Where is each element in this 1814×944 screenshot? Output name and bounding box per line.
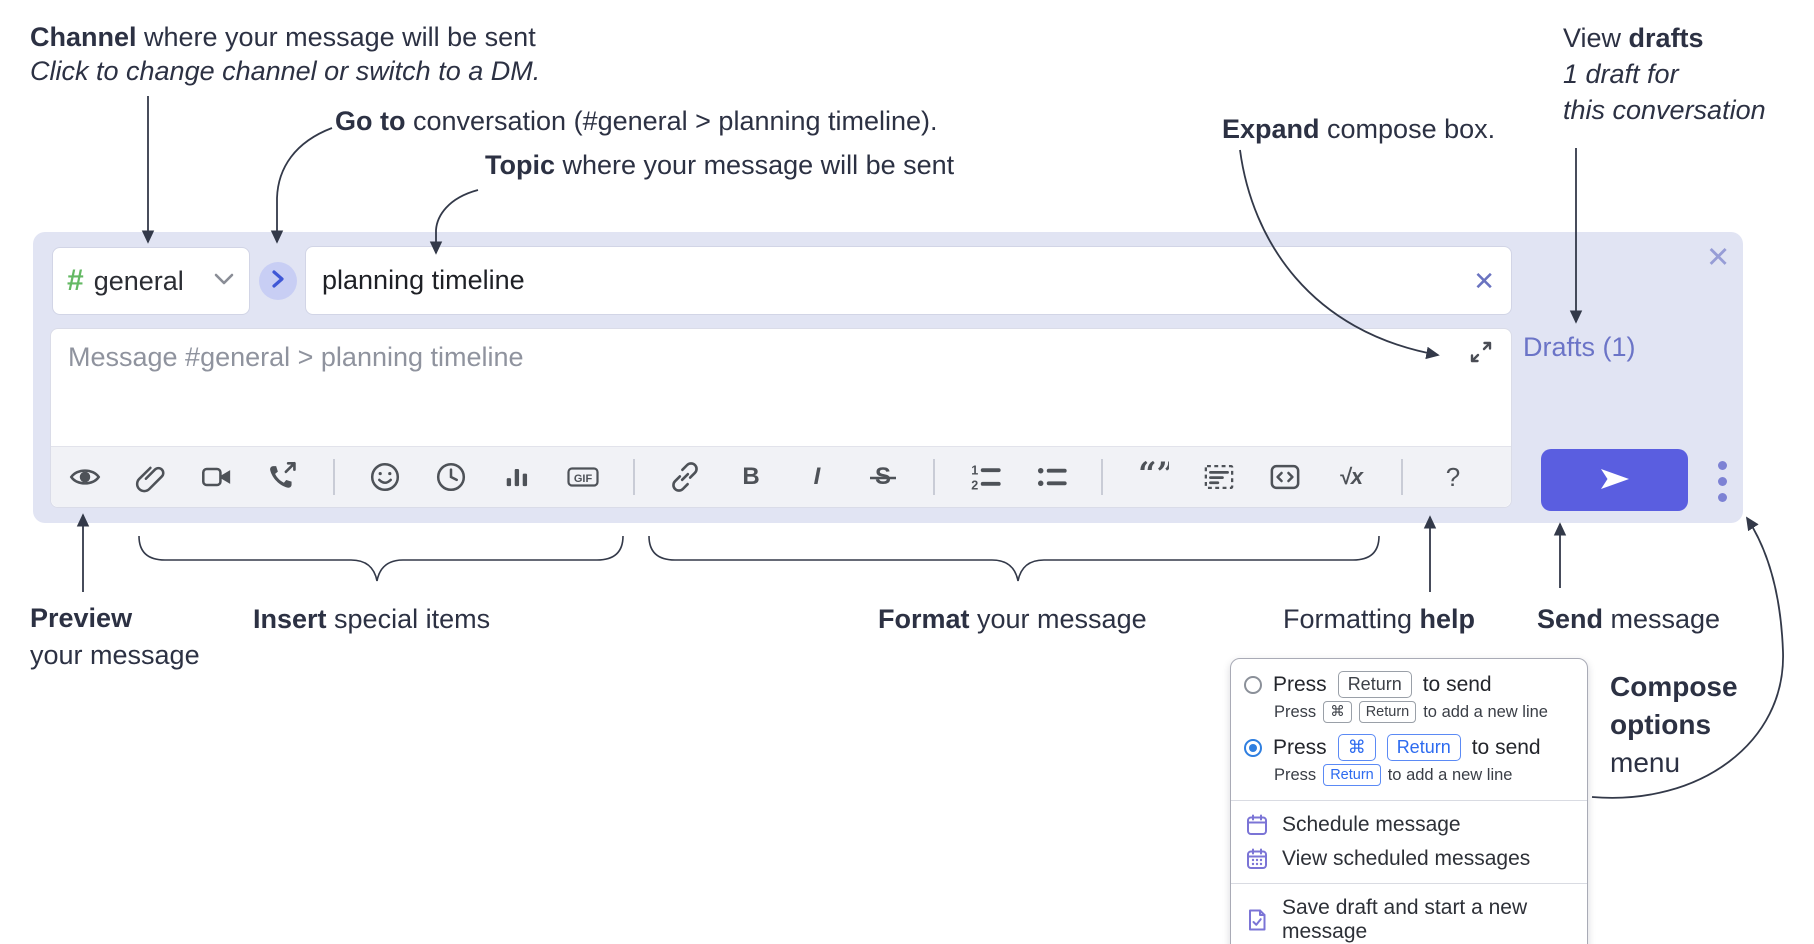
go-to-conversation-button[interactable] [259,262,297,300]
close-compose-icon[interactable]: ✕ [1706,242,1731,274]
radio-selected-icon[interactable] [1244,738,1262,757]
radio-unselected-icon[interactable] [1244,675,1262,694]
drafts-link[interactable]: Drafts (1) [1523,332,1636,362]
voice-call-icon[interactable] [267,461,299,493]
line-goto [270,127,333,244]
emoji-smiley-icon[interactable] [369,461,401,493]
annotation-goto: Go to conversation (#general > planning … [335,106,938,136]
menu-item-save-draft[interactable]: Save draft and start a new message [1231,891,1587,944]
option-enter-to-send[interactable]: Press Return to send [1231,667,1587,698]
italic-icon[interactable]: I [813,463,821,490]
topic-value: planning timeline [322,265,525,295]
annotation-insert: Insert special items [253,604,491,634]
send-button[interactable] [1541,449,1688,511]
svg-text:1: 1 [971,464,978,478]
toolbar-separator [333,459,335,495]
kbd-cmd: ⌘ [1323,701,1352,723]
video-call-icon[interactable] [201,461,233,493]
formatting-help-icon[interactable]: ? [1445,461,1461,492]
quote-icon[interactable]: “” [1137,461,1169,493]
compose-options-menu-icon[interactable] [1707,456,1737,506]
poll-bar-chart-icon[interactable] [501,461,533,493]
compose-toolbar: GIF B I S 12 “” [51,446,1511,507]
svg-text:GIF: GIF [574,473,593,485]
svg-text:2: 2 [971,479,978,493]
save-draft-icon [1245,908,1269,932]
send-arrow-icon [1598,464,1632,497]
annotation-send: Send message [1537,604,1721,634]
spoiler-icon[interactable] [1203,461,1235,493]
chevron-down-icon [213,272,235,291]
toolbar-separator [1401,459,1403,495]
annotation-channel-line2: Click to change channel or switch to a D… [30,56,541,86]
global-time-clock-icon[interactable] [435,461,467,493]
code-icon[interactable] [1269,461,1301,493]
attach-paperclip-icon[interactable] [135,461,167,493]
expand-compose-icon[interactable] [1467,338,1495,366]
kbd-cmd: ⌘ [1337,734,1376,761]
message-box[interactable]: Message #general > planning timeline [50,328,1512,508]
link-icon[interactable] [669,461,701,493]
toolbar-separator [633,459,635,495]
brace-insert [138,535,624,582]
toolbar-separator [1101,459,1103,495]
kbd-return: Return [1358,701,1417,723]
compose-options-menu: Press Return to send Press ⌘ Return to a… [1230,658,1588,944]
annotation-channel: Channel where your message will be sent … [30,20,540,88]
preview-eye-icon[interactable] [69,461,101,493]
chevron-right-icon [270,269,286,294]
bold-icon[interactable]: B [742,463,760,490]
option-cmd-enter-to-send-sub: Press Return to add a new line [1231,761,1587,793]
menu-item-schedule-message[interactable]: Schedule message [1231,808,1587,842]
gif-icon[interactable]: GIF [567,461,599,493]
svg-text:“”: “” [1138,461,1169,492]
annotation-formatting-help: Formatting help [1283,604,1476,634]
channel-name: general [93,265,184,296]
brace-format [648,535,1380,582]
math-icon[interactable]: √x [1338,464,1364,489]
annotation-channel-bold: Channel [30,22,137,52]
menu-item-view-scheduled[interactable]: View scheduled messages [1231,842,1587,876]
topic-input[interactable]: planning timeline ✕ [305,246,1512,315]
channel-hash-icon: # [67,264,84,297]
menu-divider [1231,883,1587,884]
strikethrough-icon[interactable]: S [870,463,896,490]
annotation-expand: Expand compose box. [1222,114,1496,144]
annotation-view-drafts: View drafts 1 draft for this conversatio… [1563,23,1766,125]
annotation-format: Format your message [878,604,1147,634]
option-enter-to-send-sub: Press ⌘ Return to add a new line [1231,698,1587,730]
calendar-scheduled-icon [1245,847,1269,871]
annotation-channel-rest: where your message will be sent [136,22,536,52]
menu-divider [1231,800,1587,801]
annotation-preview: Preview your message [30,603,200,670]
calendar-icon [1245,813,1269,837]
option-cmd-enter-to-send[interactable]: Press ⌘ Return to send [1231,730,1587,761]
channel-selector[interactable]: # general [52,247,250,315]
annotation-topic: Topic where your message will be sent [485,150,955,180]
clear-topic-icon[interactable]: ✕ [1473,265,1495,296]
kbd-return: Return [1386,734,1461,761]
message-placeholder: Message #general > planning timeline [68,342,524,372]
annotation-compose-options: Compose options menu [1610,671,1738,778]
kbd-return: Return [1337,671,1412,698]
kbd-return: Return [1323,764,1381,786]
bulleted-list-icon[interactable] [1035,461,1067,493]
toolbar-separator [933,459,935,495]
